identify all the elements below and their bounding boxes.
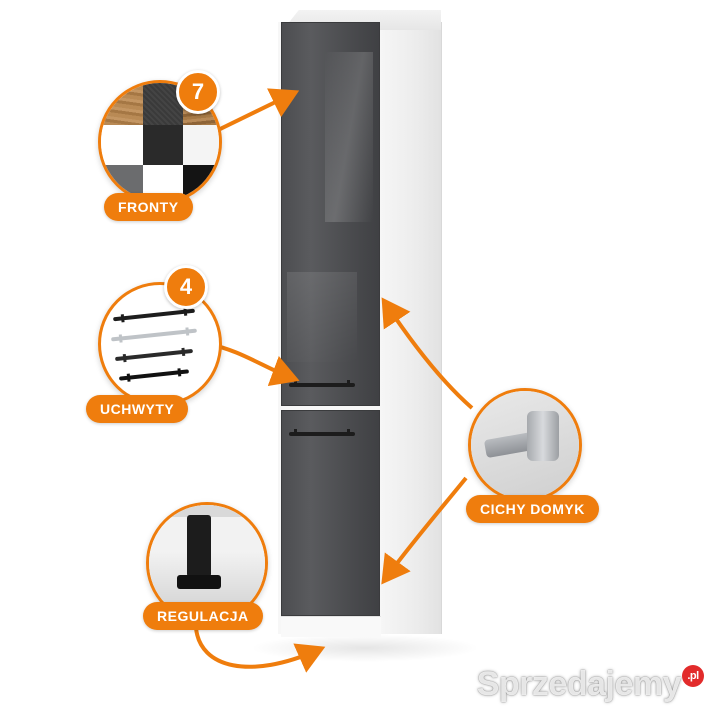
handle-sample-steel [111, 328, 197, 342]
arrow-fronty [213, 88, 300, 134]
uchwyty-handles-circle [98, 282, 222, 406]
soft-close-hinge-circle [468, 388, 582, 502]
regulacja-label: REGULACJA [143, 602, 263, 630]
watermark-text: Sprzedajemy [476, 665, 682, 703]
leg-shaft [187, 515, 211, 577]
arrow-cichy-upper [381, 297, 474, 410]
cabinet-plinth [281, 616, 381, 637]
door-reflection [325, 52, 373, 222]
cabinet-upper-door [281, 22, 380, 406]
arrow-regulacja [194, 627, 326, 673]
floor-shadow [250, 634, 480, 662]
cabinet-handle-lower [289, 429, 355, 436]
fronty-count-badge: 7 [176, 70, 220, 114]
uchwyty-label: UCHWYTY [86, 395, 189, 423]
leg-foot [177, 575, 221, 589]
swatch-black [183, 165, 219, 201]
swatch-black [143, 125, 183, 165]
swatch-white [183, 125, 219, 165]
arrow-cichy-lower [381, 476, 468, 585]
cichy-domyk-label: CICHY DOMYK [466, 495, 599, 523]
swatch-wood [101, 83, 143, 125]
fronty-label: FRONTY [104, 193, 193, 221]
door-reflection [287, 272, 357, 362]
swatch-white [101, 125, 143, 165]
cabinet-lower-door [281, 410, 380, 616]
watermark: Sprzedajemy.pl [477, 665, 704, 704]
handle-sample-black [115, 348, 193, 362]
watermark-suffix: .pl [682, 665, 704, 687]
handle-sample-black [118, 369, 190, 381]
hinge-cup [527, 411, 559, 461]
handle-sample-black [113, 308, 195, 322]
leg-rail [149, 505, 265, 517]
uchwyty-count-badge: 4 [164, 265, 208, 309]
